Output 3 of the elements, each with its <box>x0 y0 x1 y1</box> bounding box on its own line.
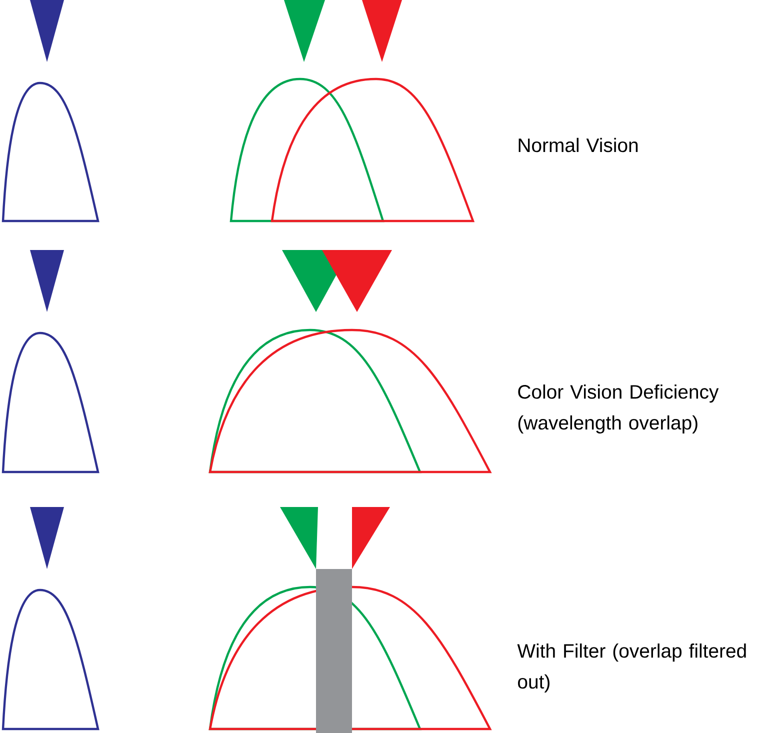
row-label: Normal Vision <box>518 138 638 152</box>
row-label: With Filter (overlap filtered out) <box>517 644 746 692</box>
row-label: Color Vision Deficiency (wavelength overlap) <box>518 384 719 434</box>
